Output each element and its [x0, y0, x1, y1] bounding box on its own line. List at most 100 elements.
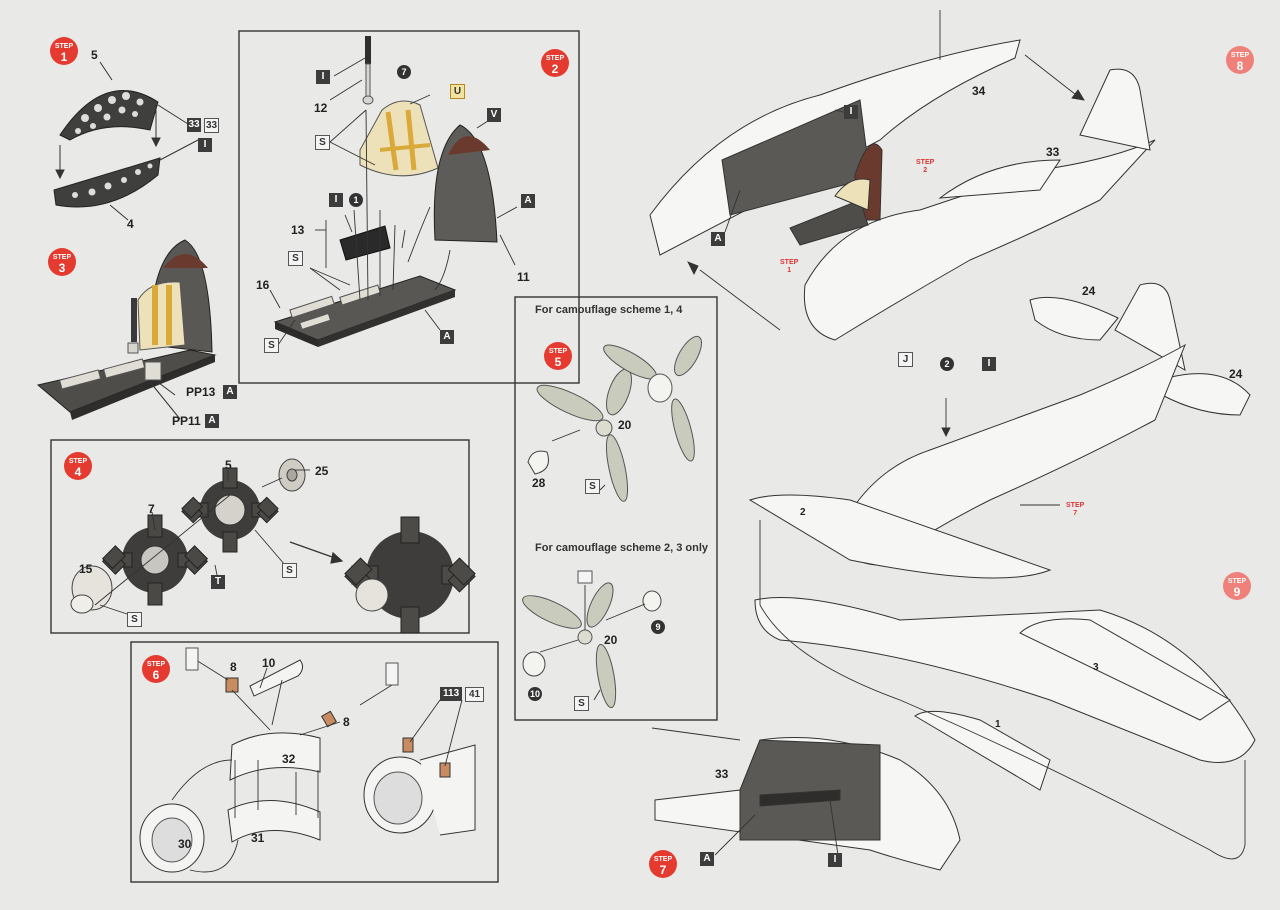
spinner-10 [522, 651, 546, 677]
cowl-30 [139, 803, 205, 873]
part-label-pp13: PP13 [186, 385, 216, 399]
paint-chip-S: S [574, 696, 589, 711]
aircraft-step9 [748, 282, 1256, 791]
part-label-4: 4 [127, 217, 134, 231]
paint-chip-S: S [282, 563, 297, 578]
cowl-assembled [363, 737, 476, 836]
paint-chip-S: S [315, 135, 330, 150]
part-label-15: 15 [79, 562, 93, 576]
propeller-20-b [603, 335, 702, 462]
step2-frame [238, 30, 580, 384]
part-label-8: 8 [343, 715, 350, 729]
part-label-7: 7 [148, 502, 155, 516]
part-label-33: 33 [715, 767, 729, 781]
paint-chip-I: I [329, 193, 343, 207]
paint-chip-S: S [585, 479, 600, 494]
engine-assembled [344, 516, 476, 634]
paint-chip-I: I [828, 853, 842, 867]
part-label-5: 5 [225, 458, 232, 472]
part-label-12: 12 [314, 101, 328, 115]
part-label-28: 28 [532, 476, 546, 490]
circled-number-1: 1 [349, 193, 363, 207]
cockpit-assembly-step3 [36, 239, 217, 420]
paint-chip-A: A [711, 232, 725, 246]
armor-plate-11 [433, 124, 498, 243]
decal-icon [577, 570, 593, 584]
paint-chip-U: U [450, 84, 465, 99]
part-label-pp11: PP11 [172, 414, 201, 428]
fuselage-step8 [649, 39, 1156, 341]
paint-chip-33-dark: 33 [187, 118, 201, 132]
part-label-24: 24 [1082, 284, 1096, 298]
circled-number-7: 7 [397, 65, 411, 79]
part-label-33: 33 [1046, 145, 1060, 159]
part-label-1: 1 [995, 719, 1001, 730]
part-label-34: 34 [972, 84, 986, 98]
part-label-11: 11 [517, 270, 530, 284]
propeller-20-c [522, 582, 617, 709]
circled-number-2: 2 [940, 357, 954, 371]
part-label-31: 31 [251, 831, 265, 845]
fuselage-half-step7 [654, 737, 961, 871]
step6-frame [130, 641, 499, 883]
cowl-32 [229, 732, 321, 781]
scheme-heading-1-4: For camouflage scheme 1, 4 [535, 304, 683, 316]
gun-10 [249, 659, 304, 697]
paint-chip-I: I [316, 70, 330, 84]
circled-number-10: 10 [528, 687, 542, 701]
step4-frame [50, 439, 470, 634]
part-label-20: 20 [604, 633, 618, 647]
part-label-30: 30 [178, 837, 192, 851]
instrument-panel-5 [59, 90, 159, 141]
part-label-16: 16 [256, 278, 270, 292]
part-label-5: 5 [91, 48, 98, 62]
part-label-10: 10 [262, 656, 276, 670]
part-label-24: 24 [1229, 367, 1243, 381]
paint-chip-33-light: 33 [204, 118, 219, 133]
control-stick-12 [362, 36, 374, 105]
paint-chip-A: A [223, 385, 237, 399]
paint-chip-113: 113 [440, 687, 463, 701]
circled-number-9: 9 [651, 620, 665, 634]
part-8b [320, 710, 338, 728]
part-label-13: 13 [291, 223, 305, 237]
paint-chip-I: I [982, 357, 996, 371]
cowl-31 [227, 800, 321, 843]
cockpit-floor-16 [273, 275, 457, 347]
propeller-20-a [536, 368, 632, 502]
paint-chip-S: S [264, 338, 279, 353]
engine-row-7 [101, 514, 209, 606]
paint-chip-A: A [700, 852, 714, 866]
box-part [339, 225, 391, 261]
paint-chip-I: I [844, 105, 858, 119]
part-label-3: 3 [1093, 662, 1099, 673]
paint-chip-S: S [288, 251, 303, 266]
part-label-2: 2 [800, 507, 806, 518]
step5-frame [514, 296, 718, 721]
spinner-28 [527, 450, 549, 475]
part-label-20: 20 [618, 418, 632, 432]
paint-chip-V: V [487, 108, 501, 122]
spinner-9 [642, 590, 662, 612]
paint-chip-41: 41 [465, 687, 485, 702]
part-label-32: 32 [282, 752, 296, 766]
paint-chip-I: I [198, 138, 212, 152]
part-label-25: 25 [315, 464, 329, 478]
paint-chip-A: A [440, 330, 454, 344]
part-8 [225, 677, 239, 693]
seat-7 [359, 100, 439, 177]
paint-chip-S: S [127, 612, 142, 627]
